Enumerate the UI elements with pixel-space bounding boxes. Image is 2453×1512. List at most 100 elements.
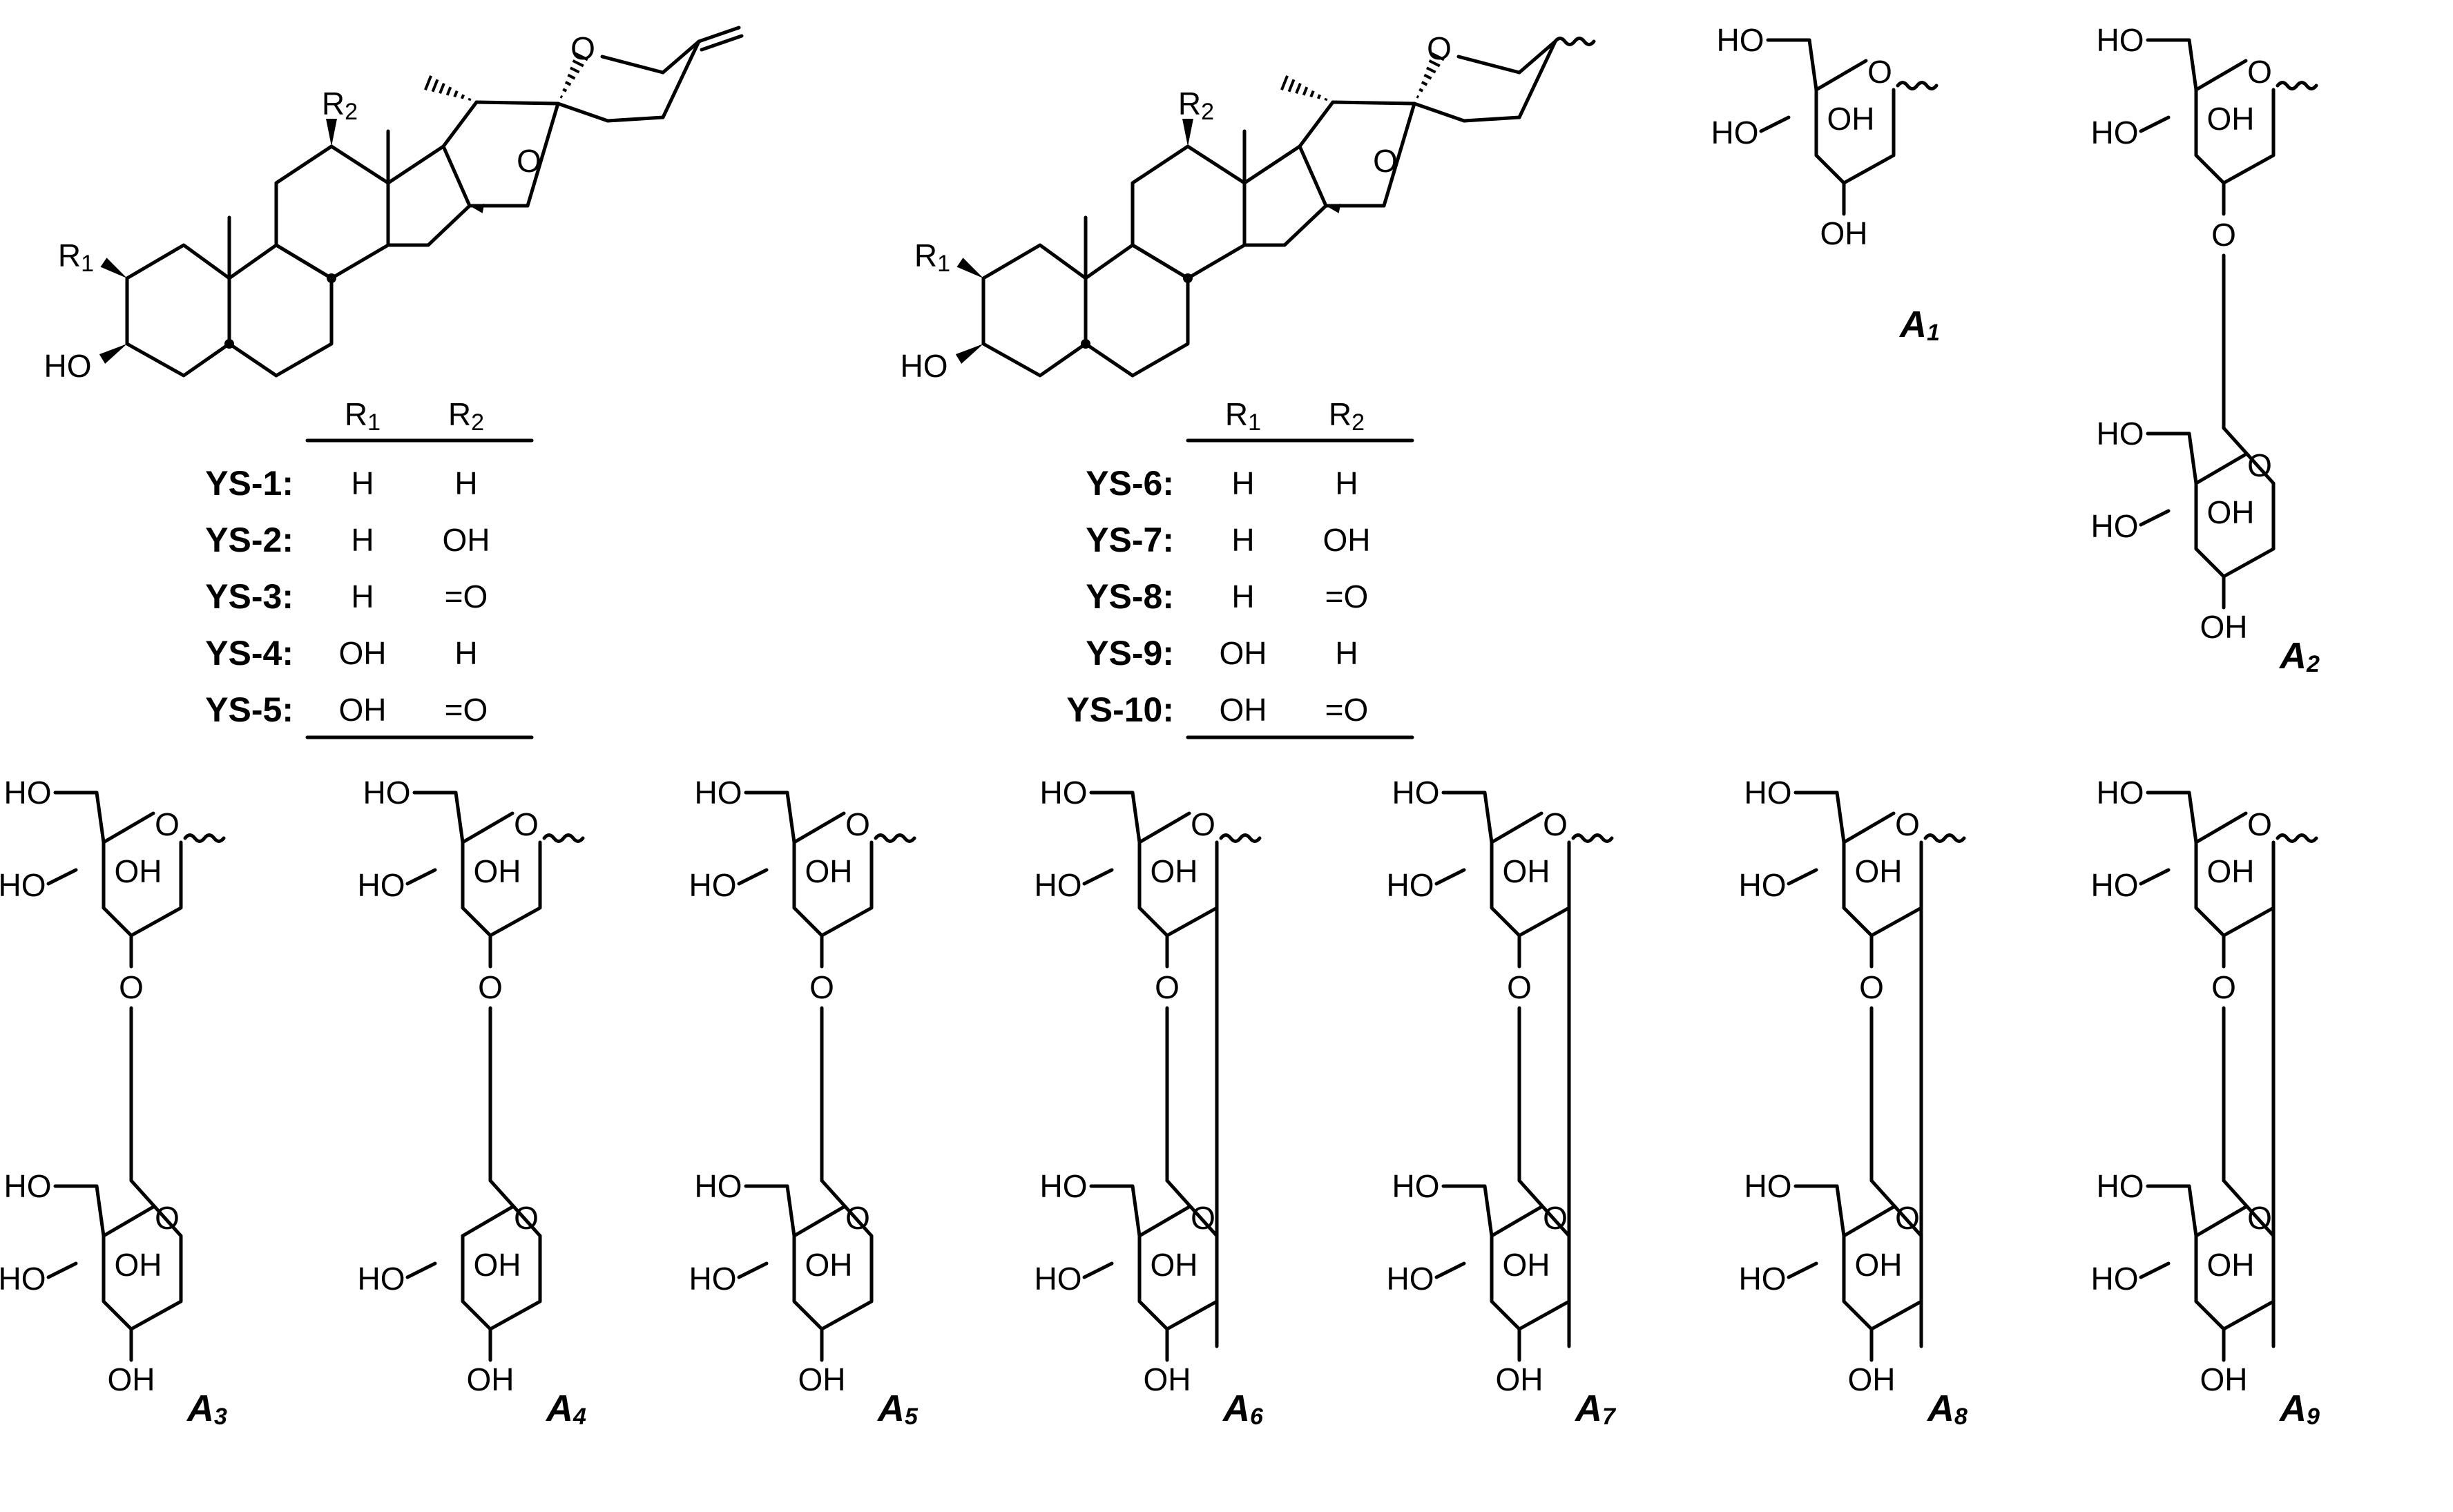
c4-bond [46, 868, 78, 886]
c6-hydroxyl: HO [695, 1168, 742, 1204]
hash-stroke [445, 86, 452, 96]
ring-bond [102, 811, 155, 844]
c12-wedge [1182, 119, 1193, 146]
c6-hydroxyl: HO [2097, 416, 2144, 452]
sugar-index: 8 [1954, 1404, 1968, 1430]
c3-hydroxyl: OH [1503, 1247, 1550, 1283]
compound-id: YS-3: [205, 577, 294, 616]
c5-dot [224, 339, 234, 349]
c22-hashed [559, 52, 588, 99]
table-cell-r2: H [454, 465, 477, 501]
f-ring-bond-3 [1517, 39, 1557, 119]
label-main: R [914, 238, 937, 273]
table-cell-r1: H [1231, 465, 1254, 501]
c5-bond [2187, 791, 2198, 844]
c6-hydroxyl: HO [2097, 775, 2144, 811]
c4-bond [405, 868, 437, 886]
c16-wedge [470, 204, 485, 213]
c5-bond [2187, 1184, 2198, 1238]
ring-bond [1490, 1205, 1543, 1238]
hash-stroke [1280, 75, 1289, 90]
hash-stroke [570, 66, 580, 74]
c4-hydroxyl: HO [1387, 1261, 1434, 1297]
hash-stroke [1423, 73, 1432, 80]
f-ring-bond-5 [1412, 101, 1466, 123]
c6-hydroxyl: HO [695, 775, 742, 811]
ring-bond [1842, 811, 1896, 844]
f-ring-bond-4 [606, 115, 665, 123]
ring-oxygen: O [2247, 806, 2272, 842]
f-ring-bond-1 [1456, 55, 1521, 75]
sugar-letter: A [876, 1388, 905, 1429]
sugar-letter: A [186, 1388, 214, 1429]
f-ring-bond-3 [661, 39, 701, 119]
ring-bond [102, 1205, 155, 1238]
c5-bond [1835, 791, 1846, 844]
table-cell-r1: H [1231, 579, 1254, 614]
label-main: R [1178, 86, 1201, 122]
c4-bond [1434, 868, 1466, 886]
ring-bond [2194, 811, 2248, 844]
c3-hydroxyl: OH [2207, 1247, 2255, 1283]
hash-stroke [1418, 88, 1424, 93]
c5-dot [1081, 339, 1090, 349]
c6-hydroxyl: HO [4, 775, 52, 811]
c4-bond [1787, 868, 1818, 886]
c2-hydroxyl: OH [798, 1361, 846, 1397]
c4-hydroxyl: HO [1035, 867, 1082, 903]
c5-bond [1807, 38, 1818, 92]
ring-c [274, 144, 390, 280]
c5-bond [1131, 791, 1142, 844]
sugar-index: 1 [1927, 320, 1940, 346]
c4-hydroxyl: HO [0, 867, 46, 903]
anomeric-wavy [2276, 833, 2318, 843]
compound-id: YS-10: [1066, 690, 1174, 729]
sugar-index: 2 [2306, 651, 2320, 677]
sugar-label: A6 [1222, 1388, 1264, 1430]
c3-hydroxyl: OH [1855, 1247, 1903, 1283]
c4-hydroxyl: HO [2091, 867, 2139, 903]
r1-label: R1 [914, 238, 950, 277]
c20-c22-bond [1331, 100, 1416, 106]
c5-bond [454, 791, 465, 844]
c8-dot [1183, 273, 1193, 283]
link-bond [1165, 1179, 1219, 1238]
sugar-letter: A [1898, 304, 1927, 345]
c3-hydroxyl: OH [2207, 101, 2255, 137]
c5-bond [1131, 1184, 1142, 1238]
c3-hydroxyl: HO [44, 348, 92, 384]
sugar-index: 5 [905, 1404, 918, 1430]
ring-d [386, 144, 472, 247]
label-main: R [345, 396, 367, 432]
glycosidic-oxygen: O [1155, 969, 1180, 1005]
c4-hydroxyl: HO [2091, 115, 2139, 151]
c4-hydroxyl: HO [1739, 867, 1787, 903]
c6-hydroxyl: HO [1717, 22, 1764, 58]
table-cell-r1: H [1231, 522, 1254, 558]
c6-hydroxyl: HO [1744, 775, 1792, 811]
c4-hydroxyl: HO [2091, 508, 2139, 544]
c2-hydroxyl: OH [2200, 1361, 2248, 1397]
anomeric-wavy [2276, 81, 2318, 90]
sugar-index: 3 [214, 1404, 227, 1430]
c3-hydroxyl: OH [115, 853, 162, 889]
hash-stroke [562, 88, 568, 93]
c4-hydroxyl: HO [1035, 1261, 1082, 1297]
glycosidic-oxygen: O [2211, 217, 2236, 253]
sugar-letter: A [1574, 1388, 1602, 1429]
table-cell-r1: OH [339, 692, 387, 728]
ring-bond [2194, 452, 2248, 485]
link-bond [129, 1179, 183, 1238]
link-bond [2222, 426, 2276, 485]
c22-hashed [1416, 52, 1445, 99]
compound-id: YS-6: [1086, 464, 1174, 503]
hash-stroke [1309, 90, 1315, 98]
table-cell-r2: H [454, 635, 477, 671]
